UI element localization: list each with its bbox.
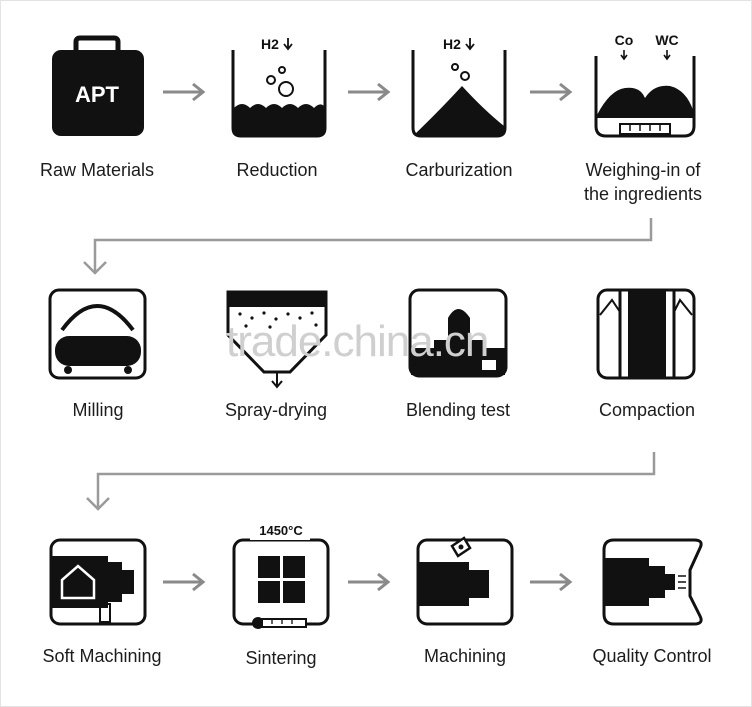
temperature-label: 1450°C: [259, 523, 303, 538]
spray-dryer-icon: [226, 290, 328, 389]
cobalt-label: Co: [615, 32, 634, 48]
sintering-furnace-icon: 1450°C: [232, 522, 330, 629]
row-connector: [86, 452, 656, 511]
flow-arrow: [348, 82, 391, 102]
compaction-press-icon: [596, 288, 696, 380]
apt-badge: APT: [75, 82, 120, 107]
step-label-weighing-line2: the ingredients: [583, 184, 703, 204]
soft-machining-icon: [49, 538, 147, 626]
blending-test-icon: [408, 288, 508, 378]
step-label-machining: Machining: [423, 646, 507, 666]
step-label-weighing-line1: Weighing-in of: [585, 160, 701, 180]
step-label-reduction: Reduction: [236, 160, 318, 180]
reduction-vessel-icon: H2: [231, 36, 327, 138]
gas-label: H2: [261, 36, 279, 52]
step-label-carburization: Carburization: [405, 160, 513, 180]
step-label-soft-machining: Soft Machining: [42, 646, 162, 666]
step-label-quality-control: Quality Control: [592, 646, 712, 666]
carburization-vessel-icon: H2: [411, 36, 507, 138]
step-label-compaction: Compaction: [598, 400, 696, 420]
flow-arrow: [348, 572, 391, 592]
step-label-spray-drying: Spray-drying: [224, 400, 328, 420]
step-label-raw-materials: Raw Materials: [39, 160, 155, 180]
quality-control-icon: [602, 538, 703, 626]
weighing-scale-icon: Co WC: [594, 32, 696, 138]
flow-arrow: [530, 572, 573, 592]
apt-bag-icon: APT: [52, 35, 144, 136]
wc-label: WC: [655, 32, 678, 48]
watermark: trade.china.cn: [226, 317, 489, 366]
row-connector: [83, 218, 653, 275]
step-label-sintering: Sintering: [245, 648, 317, 668]
machining-icon: [416, 536, 514, 626]
milling-drum-icon: [48, 288, 147, 380]
gas-label: H2: [443, 36, 461, 52]
flow-arrow: [163, 82, 206, 102]
step-label-blending-test: Blending test: [405, 400, 511, 420]
flow-arrow: [530, 82, 573, 102]
flow-arrow: [163, 572, 206, 592]
step-label-milling: Milling: [72, 400, 124, 420]
